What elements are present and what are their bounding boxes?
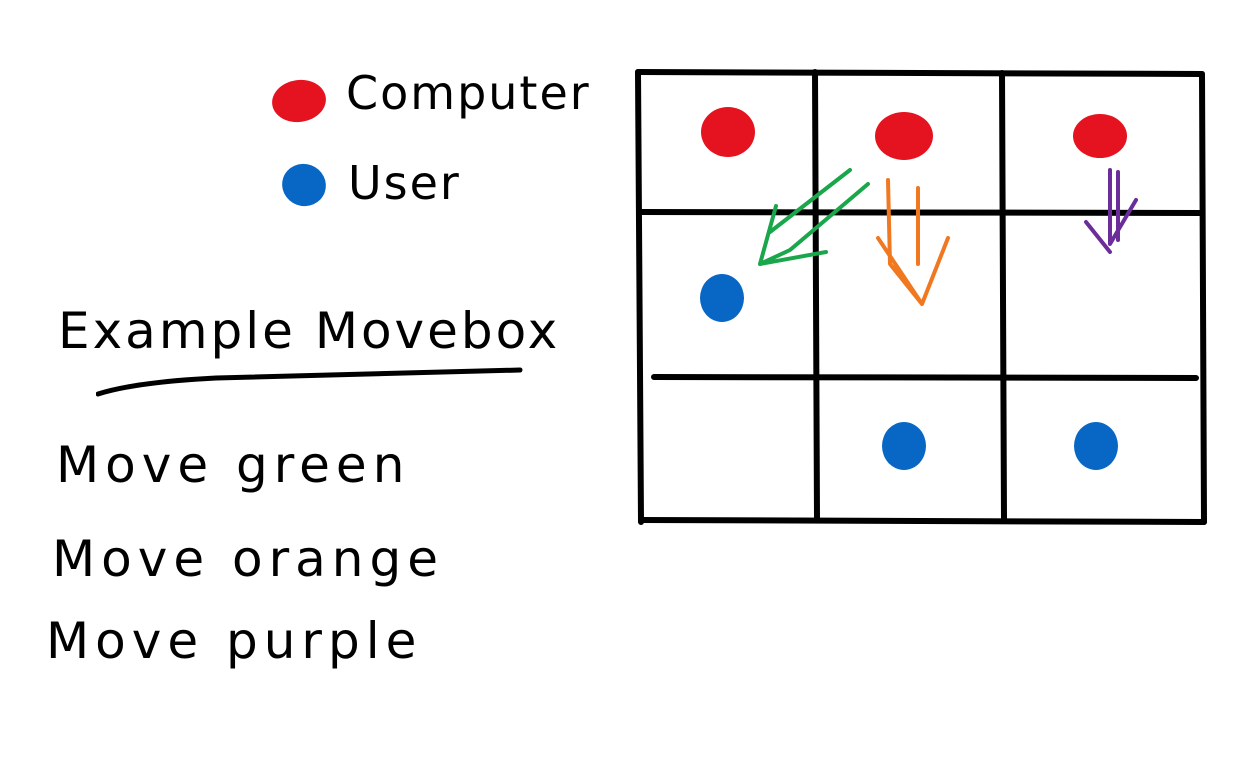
movebox-title: Example Movebox (58, 302, 561, 360)
legend-user-label: User (348, 156, 461, 210)
computer-piece-r0c1 (875, 112, 933, 160)
user-piece-r1c0 (700, 274, 744, 322)
computer-piece-r0c0 (701, 107, 755, 157)
move-green-line: Move green (56, 436, 411, 494)
move-purple-line: Move purple (46, 612, 423, 670)
legend-computer-label: Computer (346, 66, 591, 120)
board-col-divider-1 (812, 69, 820, 523)
board-outline-right (1199, 71, 1207, 525)
board-outline-bottom (638, 517, 1207, 525)
board-col-divider-2 (999, 70, 1007, 523)
board-pieces (700, 107, 1127, 470)
purple-move-arrow (1084, 168, 1138, 254)
computer-piece-r0c2 (1073, 114, 1127, 158)
board-arrows (758, 168, 1138, 306)
move-orange-line: Move orange (52, 530, 444, 588)
user-piece-r2c1 (882, 422, 926, 470)
board-row-divider-2 (651, 374, 1199, 381)
board-outline-left (635, 69, 644, 525)
orange-move-arrow (876, 178, 950, 306)
user-piece-r2c2 (1074, 422, 1118, 470)
board-outline-top (635, 69, 1205, 77)
movebox-title-underline (96, 367, 523, 397)
board-grid-lines (635, 69, 1207, 525)
green-move-arrow (758, 168, 870, 266)
